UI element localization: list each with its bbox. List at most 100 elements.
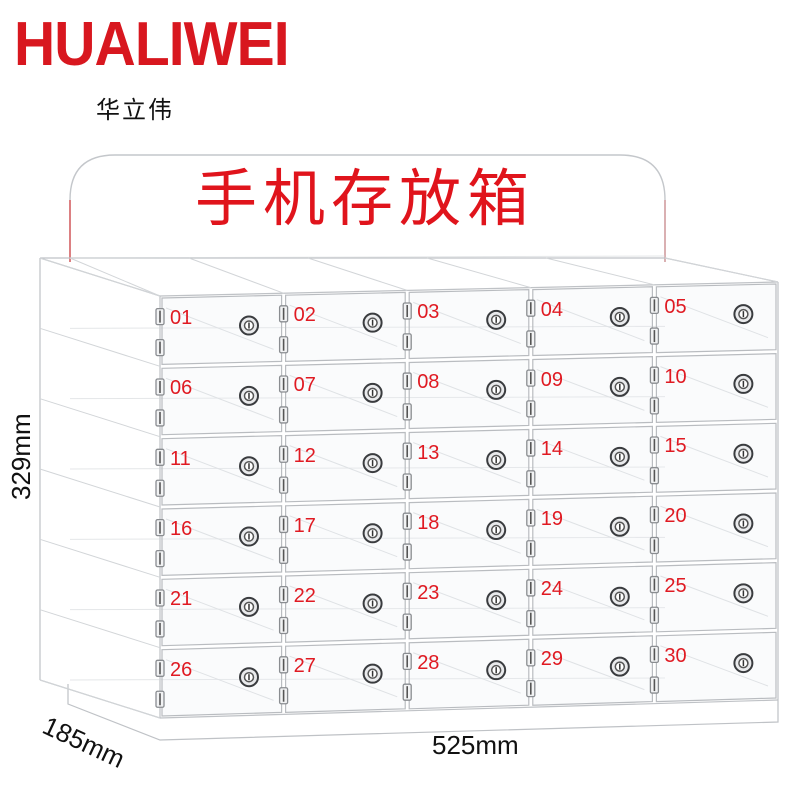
hinge-icon [526,400,536,418]
compartment-number: 27 [293,655,316,678]
product-title: 手机存放箱 [194,162,535,235]
hinge-icon [278,546,289,564]
lock-icon[interactable] [609,516,630,537]
hinge-icon [155,448,165,466]
hinge-icon [402,652,412,670]
hinge-icon [155,659,165,677]
compartment-number: 03 [417,301,440,324]
hinge-icon [278,585,289,604]
hinge-icon [402,302,412,320]
hinge-icon [402,543,412,561]
compartment-door [402,288,530,360]
lock-icon[interactable] [362,663,383,684]
hinge-icon [649,645,660,664]
compartment-number: 29 [540,648,564,671]
hinge-icon [649,536,660,555]
hinge-icon [402,372,412,390]
compartment-door [155,364,283,436]
compartment-number: 22 [293,585,316,607]
hinge-icon [402,403,412,421]
compartment-door [649,422,777,493]
lock-icon[interactable] [609,376,630,397]
hinge-icon [155,378,165,396]
compartment-door [649,283,777,354]
lock-icon[interactable] [609,656,630,677]
compartment-door [155,294,283,365]
hinge-icon [649,467,660,485]
compartment-number: 28 [417,651,440,674]
compartment-number: 08 [417,371,440,394]
compartment-number: 04 [540,298,564,321]
hinge-icon [649,506,660,524]
lock-icon[interactable] [362,382,383,403]
hinge-icon [649,436,660,454]
compartment-number: 09 [540,368,564,391]
lock-icon[interactable] [609,586,630,607]
lock-icon[interactable] [362,593,383,614]
lock-icon[interactable] [238,315,259,336]
hinge-icon [402,582,412,600]
compartment-number: 26 [170,658,193,681]
hinge-icon [526,610,536,628]
lock-icon[interactable] [733,443,754,464]
lock-icon[interactable] [486,309,507,330]
compartment-door [278,431,406,503]
compartment-number: 24 [540,578,564,601]
lock-icon[interactable] [486,379,507,400]
hinge-icon [402,613,412,631]
lock-icon[interactable] [733,583,754,604]
hinge-icon [278,515,289,534]
lock-icon[interactable] [238,456,259,477]
hinge-icon [526,470,536,488]
lock-icon[interactable] [609,306,630,327]
lock-icon[interactable] [238,385,259,406]
lock-icon[interactable] [238,526,259,547]
lock-icon[interactable] [733,373,754,394]
compartment-door [526,355,653,427]
hinge-icon [278,656,289,674]
hinge-icon [278,476,289,494]
lock-icon[interactable] [238,667,259,688]
lock-icon[interactable] [733,513,754,534]
compartment-number: 19 [540,508,564,531]
hinge-icon [649,606,660,624]
compartment-number: 15 [664,435,687,458]
lock-icon[interactable] [238,596,259,617]
compartment-door [155,575,283,647]
lock-icon[interactable] [486,590,507,611]
compartment-door [278,642,406,714]
compartment-number: 12 [293,444,316,467]
compartment-door [526,425,653,497]
hinge-icon [649,296,660,315]
hinge-icon [278,406,289,424]
compartment-number: 10 [664,365,687,388]
lock-icon[interactable] [362,312,383,333]
compartment-door [526,495,653,566]
hinge-icon [278,445,289,463]
hinge-icon [649,397,660,415]
hinge-icon [526,299,536,317]
hinge-icon [526,439,536,457]
lock-icon[interactable] [362,523,383,544]
hinge-icon [402,442,412,460]
lock-icon[interactable] [486,660,507,681]
hinge-icon [526,540,536,558]
compartment-door [526,286,653,357]
compartment-door [526,635,653,706]
hinge-icon [155,690,165,708]
lock-icon[interactable] [733,653,754,674]
lock-icon[interactable] [362,453,383,474]
lock-icon[interactable] [486,449,507,470]
brand-name-cn: 华立伟 [96,96,174,124]
compartment-number: 06 [170,377,193,400]
brand-logo: HUALIWEI [14,10,290,79]
hinge-icon [526,509,536,527]
compartment-number: 14 [540,438,564,461]
lock-icon[interactable] [486,520,507,541]
compartment-number: 17 [293,514,316,537]
hinge-icon [402,333,412,351]
compartment-door [155,434,283,506]
lock-icon[interactable] [733,304,754,325]
hinge-icon [155,549,165,568]
lock-icon[interactable] [609,446,630,467]
